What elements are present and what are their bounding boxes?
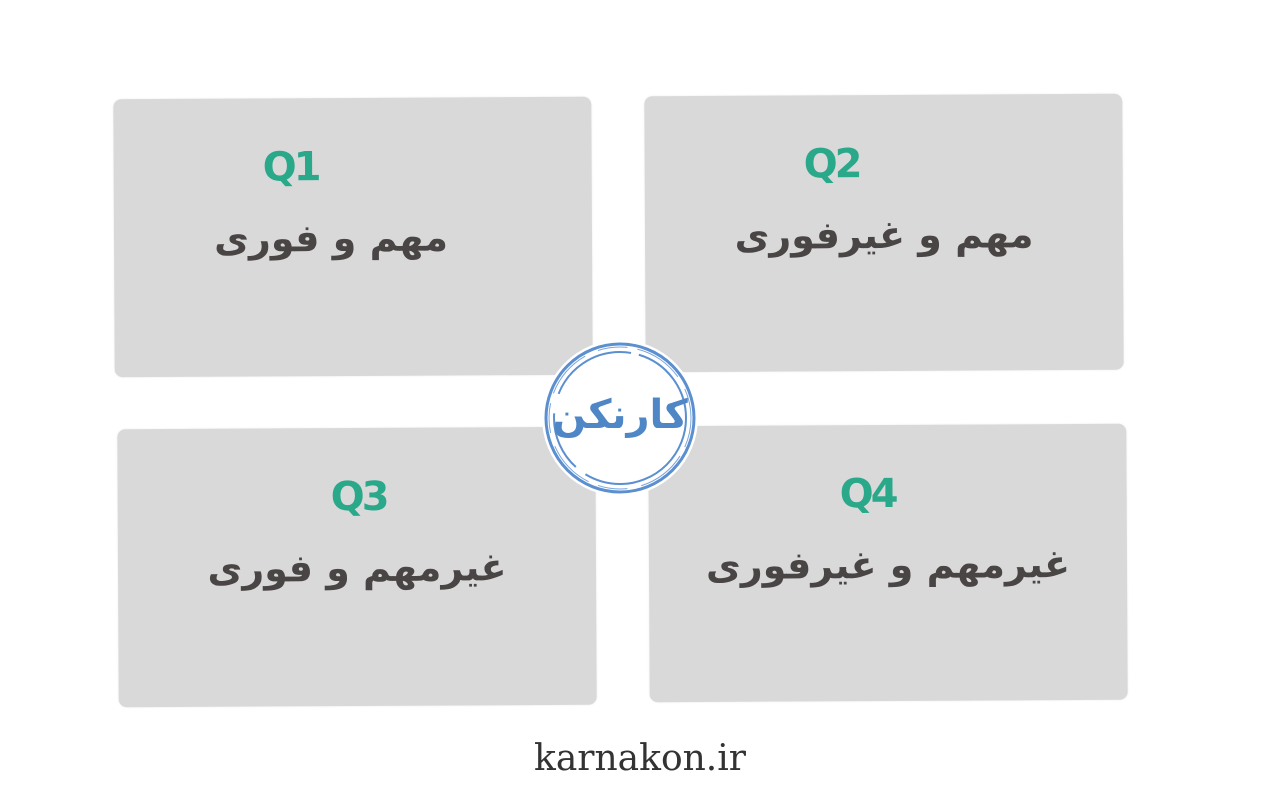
karnakon-logo: کارنکن xyxy=(542,340,698,496)
quadrant-q1: Q1 مهم و فوری xyxy=(113,96,593,378)
quadrant-code: Q4 xyxy=(839,470,896,518)
logo-stamp-ring-icon xyxy=(544,342,696,494)
quadrant-label: غیرمهم و فوری xyxy=(207,545,507,591)
quadrant-label: مهم و فوری xyxy=(213,215,449,261)
quadrant-label: غیرمهم و غیرفوری xyxy=(705,542,1071,588)
quadrant-q3: Q3 غیرمهم و فوری xyxy=(117,426,597,708)
quadrant-code: Q1 xyxy=(262,144,319,191)
logo-text: کارنکن xyxy=(552,392,689,438)
quadrant-code: Q3 xyxy=(330,473,387,521)
quadrant-q2: Q2 مهم و غیرفوری xyxy=(644,93,1124,373)
quadrant-label: مهم و غیرفوری xyxy=(734,212,1034,258)
quadrant-code: Q2 xyxy=(803,141,860,188)
quadrant-q4: Q4 غیرمهم و غیرفوری xyxy=(648,423,1128,703)
footer-site-url: karnakon.ir xyxy=(534,738,746,779)
